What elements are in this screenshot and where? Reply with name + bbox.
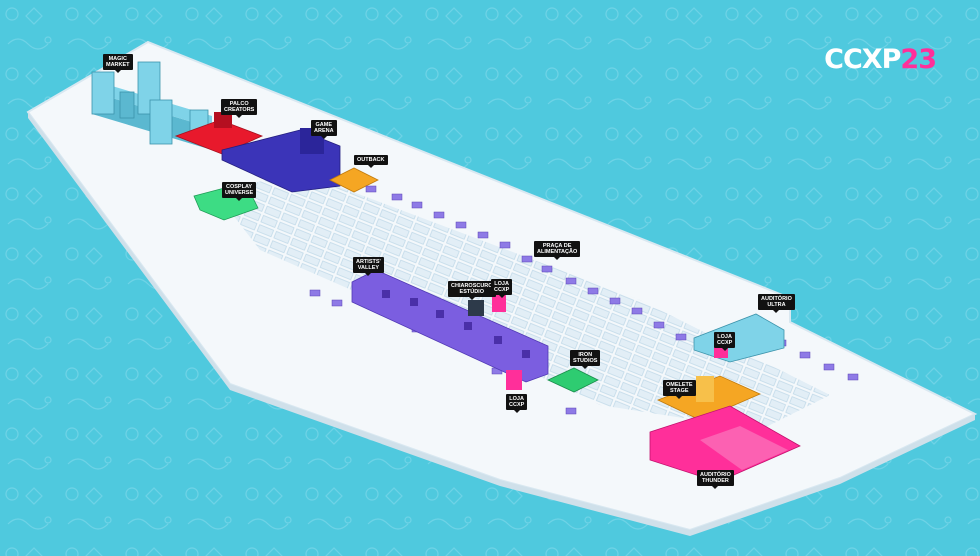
auditorio-thunder[interactable] (649, 405, 801, 483)
label-chiaroscuro-estudio[interactable]: CHIAROSCURO ESTÚDIO (448, 281, 496, 300)
label-loja-ccxp-2[interactable]: LOJA CCXP (506, 394, 528, 413)
auditorio-thunder-seating (700, 426, 788, 470)
exhibit-booths (215, 172, 830, 430)
chiaroscuro-booth[interactable] (468, 300, 484, 316)
label-auditorio-thunder[interactable]: AUDITÓRIO THUNDER (697, 470, 734, 489)
label-cosplay-universe[interactable]: COSPLAY UNIVERSE (222, 182, 257, 201)
label-loja-ccxp-3[interactable]: LOJA CCXP (714, 332, 736, 351)
label-omelete-stage[interactable]: OMELETE STAGE (663, 380, 696, 399)
logo-text-ccxp: CCXP (824, 44, 901, 75)
logo-text-23: 23 (900, 44, 937, 75)
artists-alley-tables (382, 290, 530, 358)
loja-ccxp-booth-1[interactable] (492, 294, 506, 312)
iron-studios-area[interactable] (547, 367, 599, 393)
omelete-stage-tower (696, 376, 714, 402)
ccxp23-logo: CCXP23 (824, 44, 937, 75)
palco-creators-backdrop (214, 112, 232, 128)
label-praca-alimentacao[interactable]: PRAÇA DE ALIMENTAÇÃO (534, 241, 581, 260)
label-iron-studios[interactable]: IRON STUDIOS (570, 350, 601, 369)
label-loja-ccxp-1[interactable]: LOJA CCXP (491, 279, 513, 298)
label-game-arena[interactable]: GAME ARENA (311, 120, 337, 139)
label-artists-valley[interactable]: ARTISTS' VALLEY (353, 257, 384, 276)
label-outback[interactable]: OUTBACK (354, 155, 388, 168)
loja-ccxp-booth-2[interactable] (506, 370, 522, 390)
label-palco-creators[interactable]: PALCO CREATORS (221, 99, 258, 118)
label-magic-market[interactable]: MAGIC MARKET (103, 54, 133, 73)
label-auditorio-ultra[interactable]: AUDITÓRIO ULTRA (758, 294, 795, 313)
